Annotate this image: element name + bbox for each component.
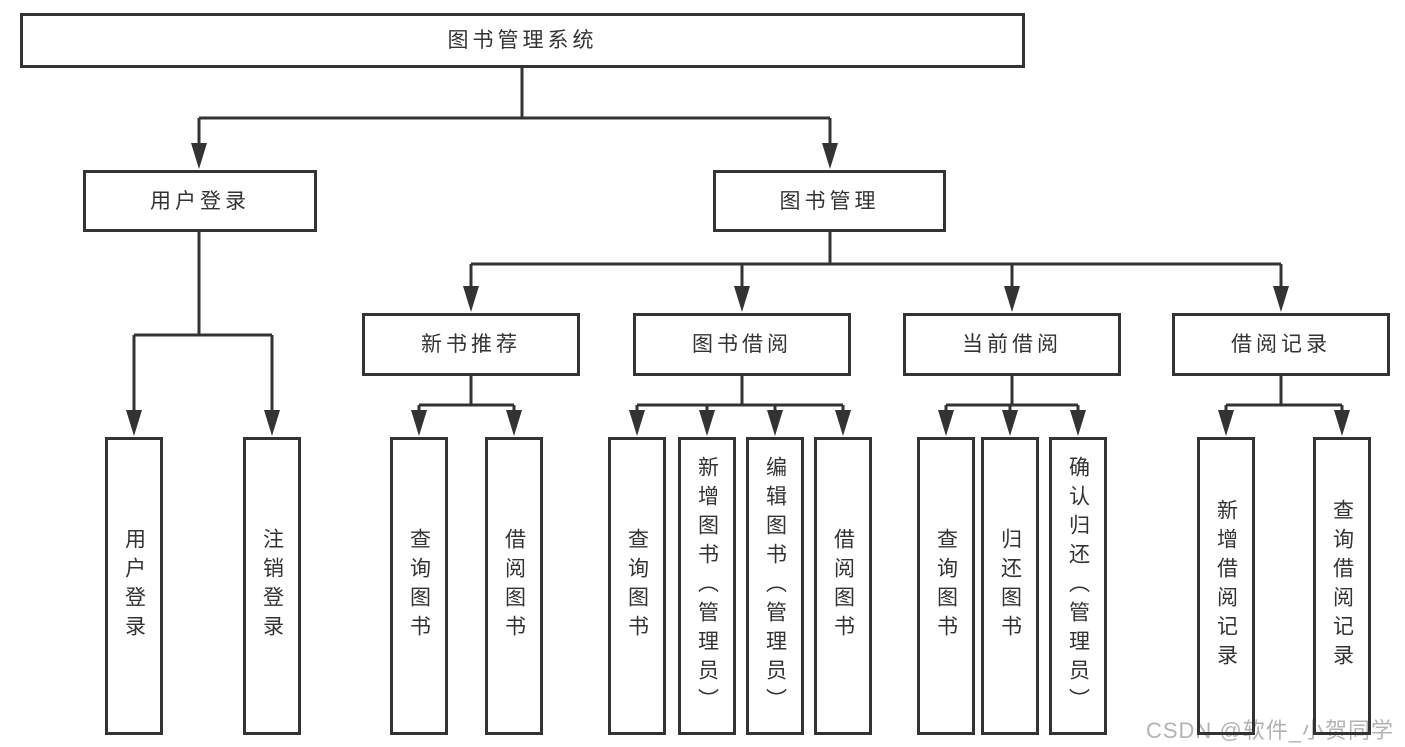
leaf-newbook-query-books: 查询图书: [390, 437, 448, 735]
leaf-records-query-record-label: 查询借阅记录: [1330, 499, 1354, 673]
leaf-newbook-borrow-books: 借阅图书: [485, 437, 543, 735]
leaf-current-confirm-return-admin: 确认归还（管理员）: [1049, 437, 1107, 735]
leaf-borrowing-borrow-books-label: 借阅图书: [831, 528, 855, 644]
leaf-logout-login-label: 注销登录: [260, 528, 284, 644]
leaf-current-confirm-return-admin-label: 确认归还（管理员）: [1066, 455, 1090, 717]
leaf-current-return-books: 归还图书: [981, 437, 1039, 735]
leaf-logout-login: 注销登录: [243, 437, 301, 735]
arrowheads: [126, 143, 1350, 436]
node-current-borrowing: 当前借阅: [903, 313, 1121, 376]
leaf-records-add-record-label: 新增借阅记录: [1214, 499, 1238, 673]
leaf-newbook-query-books-label: 查询图书: [407, 528, 431, 644]
leaf-borrowing-edit-books-admin: 编辑图书（管理员）: [746, 437, 804, 735]
node-book-borrowing: 图书借阅: [633, 313, 851, 376]
leaf-records-add-record: 新增借阅记录: [1197, 437, 1255, 735]
node-book-management: 图书管理: [713, 170, 946, 232]
csdn-watermark: CSDN @软件_小贺同学: [1145, 718, 1394, 743]
node-borrowing-records-label: 借阅记录: [1231, 333, 1331, 356]
leaf-records-query-record: 查询借阅记录: [1313, 437, 1371, 735]
leaf-borrowing-edit-books-admin-label: 编辑图书（管理员）: [763, 455, 787, 717]
leaf-borrowing-add-books-admin: 新增图书（管理员）: [678, 437, 736, 735]
node-new-book-recommendation: 新书推荐: [362, 313, 580, 376]
leaf-borrowing-add-books-admin-label: 新增图书（管理员）: [695, 455, 719, 717]
node-new-book-recommendation-label: 新书推荐: [421, 333, 521, 356]
node-book-borrowing-label: 图书借阅: [692, 333, 792, 356]
node-user-login: 用户登录: [83, 170, 317, 232]
leaf-current-return-books-label: 归还图书: [998, 528, 1022, 644]
node-book-management-label: 图书管理: [779, 189, 880, 213]
leaf-current-query-books-label: 查询图书: [934, 528, 958, 644]
node-library-system-label: 图书管理系统: [447, 29, 598, 52]
leaf-borrowing-query-books: 查询图书: [608, 437, 666, 735]
leaf-borrowing-query-books-label: 查询图书: [625, 528, 649, 644]
leaf-user-login: 用户登录: [105, 437, 163, 735]
node-user-login-label: 用户登录: [150, 189, 250, 213]
node-library-system: 图书管理系统: [20, 13, 1025, 68]
leaf-user-login-label: 用户登录: [122, 528, 146, 644]
leaf-borrowing-borrow-books: 借阅图书: [814, 437, 872, 735]
node-current-borrowing-label: 当前借阅: [962, 333, 1062, 356]
leaf-current-query-books: 查询图书: [917, 437, 975, 735]
leaf-newbook-borrow-books-label: 借阅图书: [502, 528, 526, 644]
node-borrowing-records: 借阅记录: [1172, 313, 1390, 376]
